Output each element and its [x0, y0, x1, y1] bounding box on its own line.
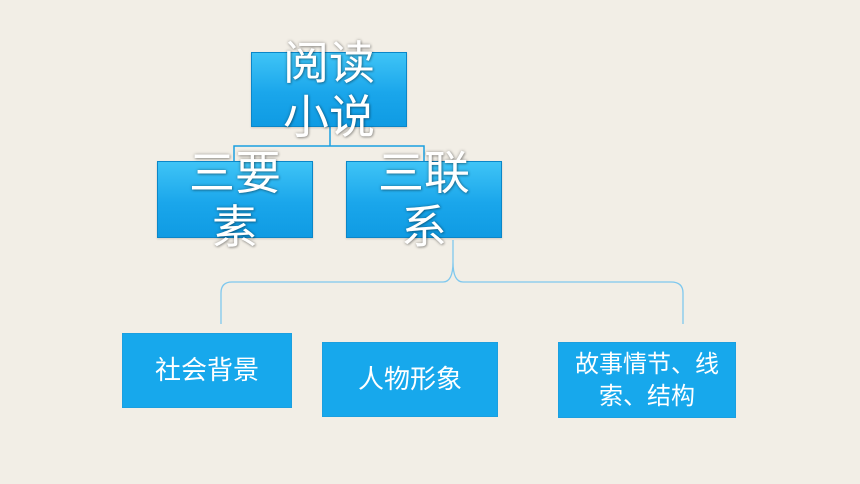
node-three-elements-label: 三要素	[189, 145, 281, 254]
node-social-background-label: 社会背景	[154, 355, 259, 386]
node-three-elements: 三要素	[157, 146, 313, 254]
node-social-background: 社会背景	[122, 333, 292, 408]
node-plot-clue-structure-label: 故事情节、线索、结构	[575, 350, 719, 410]
node-character-image: 人物形象	[322, 342, 498, 417]
node-plot-clue-structure: 故事情节、线索、结构	[558, 342, 736, 418]
node-three-connections-label: 三联系	[378, 145, 470, 254]
root-node-label: 阅读小说	[283, 35, 375, 144]
root-node: 阅读小说	[251, 36, 407, 144]
node-three-connections: 三联系	[346, 146, 502, 254]
connector-brace	[220, 240, 684, 324]
connector-root-to-level1	[233, 127, 425, 161]
node-character-image-label: 人物形象	[357, 364, 462, 395]
